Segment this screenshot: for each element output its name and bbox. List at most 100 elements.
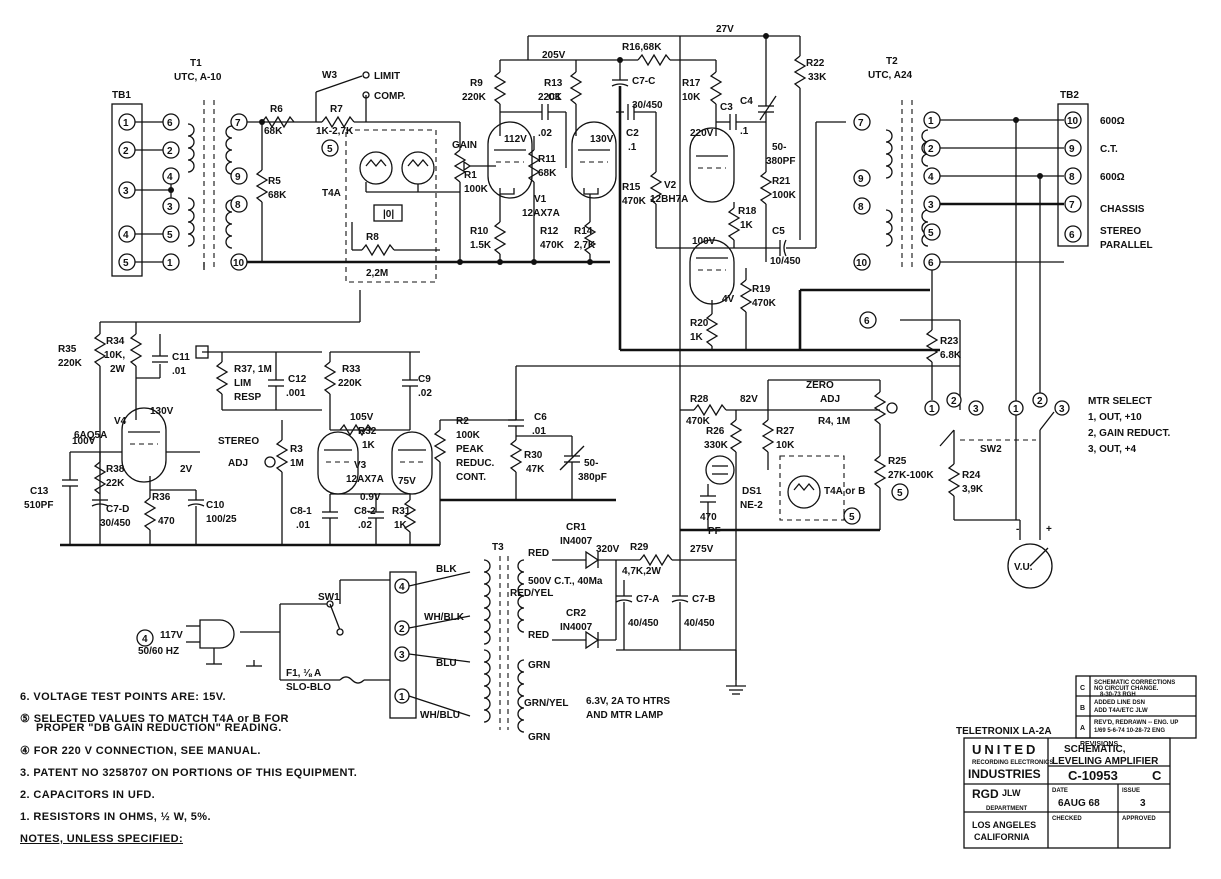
r1-gain-pot: GAIN R1 100K (452, 122, 496, 265)
v4-stage: R35 220K R34 10K, 2W C11 .01 V4 6AQ5A 13… (24, 290, 440, 547)
r2-value: REDUC. (456, 458, 495, 469)
location: LOS ANGELES (972, 820, 1036, 830)
r37-lim: LIM (234, 378, 251, 389)
c12-capacitor: C12 .001 (268, 352, 307, 410)
t2-pin: 7 (858, 118, 864, 129)
r20-label: R20 (690, 318, 709, 329)
c8-capacitors: C8-1 .01 C8-2 .02 R31 1K (290, 494, 417, 545)
c5-value: 10/450 (770, 256, 801, 267)
r14-label: R14 (574, 226, 593, 237)
title-block: TELETRONIX LA-2A C SCHEMATIC CORRECTIONS… (956, 675, 1197, 849)
r22-value: 33K (808, 72, 827, 83)
meter-select-option: 3, OUT, +4 (1088, 444, 1137, 455)
r2-value: CONT. (456, 472, 486, 483)
t1-label: T1 (190, 58, 202, 69)
voltage-label: 100V (72, 436, 96, 447)
r2-value: PEAK (456, 444, 485, 455)
r30-value: 47K (526, 464, 545, 475)
c4-trimmer: C4 50- 380PF (740, 33, 795, 167)
cr2-value: IN4007 (560, 622, 593, 633)
v1-label: V1 (534, 194, 547, 205)
svg-text:5: 5 (897, 488, 903, 499)
t4ab-label: T4A or B (824, 486, 865, 497)
svg-text:A: A (1080, 725, 1085, 732)
drawing-number: C-10953 (1068, 768, 1118, 783)
main-ground-bus (620, 121, 940, 352)
c4-value-2: 380PF (766, 156, 795, 167)
output-label-parallel: PARALLEL (1100, 240, 1153, 251)
r34-label: R34 (106, 336, 125, 347)
r6-resistor: R6 68K (261, 104, 295, 137)
svg-text:2: 2 (951, 396, 957, 407)
t3-secondary-label: AND MTR LAMP (586, 710, 664, 721)
r2-peak-reduction-pot: R2 100K PEAK REDUC. CONT. (433, 365, 960, 545)
r32-value: 1K (362, 440, 376, 451)
output-label-600: 600Ω (1100, 172, 1125, 183)
power-supply: T3 4 2 3 1 BLK WH/BLK BLU WH/BLU RED RED… (389, 522, 746, 743)
r15-resistor: R15 470K (622, 162, 700, 249)
r3-label: R3 (290, 444, 303, 455)
note-3: 3. PATENT NO 3258707 ON PORTIONS OF THIS… (20, 767, 358, 779)
r14-value: 2,7K (574, 240, 596, 251)
r27-value: 10K (776, 440, 795, 451)
mains-voltage: 117V (160, 630, 183, 641)
f1-label: F1, ⅛ A (286, 668, 321, 679)
voltage-label: 100V (692, 236, 716, 247)
r5-value: 68K (268, 190, 287, 201)
r8-value: 2,2M (366, 268, 388, 279)
v1-type: 12AX7A (522, 208, 560, 219)
tb2-pin: 8 (1069, 172, 1075, 183)
ds1-label: DS1 (742, 486, 762, 497)
zero-adj-label: ZERO (806, 380, 834, 391)
r13-value: 220K (538, 92, 563, 103)
r9-value: 220K (462, 92, 487, 103)
r37-label: R37, 1M (234, 364, 272, 375)
v2-label: V2 (664, 180, 677, 191)
wire-color: WH/BLU (420, 710, 460, 721)
date-value: 6AUG 68 (1058, 798, 1100, 809)
c10-label: C10 (206, 500, 225, 511)
tb2-pin: 7 (1069, 200, 1075, 211)
cr2-label: CR2 (566, 608, 586, 619)
c7a-label: C7-A (636, 594, 659, 605)
t2-pin: 4 (928, 172, 934, 183)
v3-tube: 105V R32 1K V3 12AX7A 0.9V 75V (317, 412, 433, 503)
drawing-revision: C (1152, 768, 1162, 783)
r8-resistor: R8 2,2M (351, 222, 440, 279)
tb1-pin: 2 (123, 146, 129, 157)
r25-value: 27K-100K (888, 470, 934, 481)
drawing-title: SCHEMATIC, (1064, 744, 1126, 755)
t4a-optical-cell: T4A |0| (322, 129, 460, 283)
zero-adj-label: ADJ (820, 394, 840, 405)
svg-text:3: 3 (973, 404, 979, 415)
r24-label: R24 (962, 470, 981, 481)
r16-resistor: R16,68K (620, 42, 716, 67)
r29-label: R29 (630, 542, 649, 553)
t1-pin: 9 (235, 172, 241, 183)
r12-label: R12 (540, 226, 559, 237)
r30-label: R30 (524, 450, 543, 461)
svg-text:+: + (1046, 524, 1052, 535)
t1-pin: 2 (167, 146, 173, 157)
output-label-chassis: CHASSIS (1100, 204, 1145, 215)
c81-label: C8-1 (290, 506, 312, 517)
r23-value: 6.8K (940, 350, 962, 361)
meter-select-switch: R23 6.8K 1 2 3 1 2 3 SW2 MTR SELECT 1, O… (900, 319, 1170, 589)
department-label: DEPARTMENT (986, 806, 1028, 812)
c5-capacitor: C5 10/450 (700, 226, 801, 267)
voltage-label: 220V (690, 128, 714, 139)
t3-secondary-label: 6.3V, 2A TO HTRS (586, 696, 670, 707)
tb2-terminal-block: TB2 10 9 8 7 6 600Ω C.T. 600Ω CHASSIS ST… (1057, 90, 1153, 251)
r7-value: 1K-2,7K (316, 126, 354, 137)
tb2-pin: 9 (1069, 144, 1075, 155)
revisions-label: REVISIONS (1080, 741, 1118, 748)
r22-label: R22 (806, 58, 825, 69)
r34-value: 10K, (104, 350, 125, 361)
note-4: ④ FOR 220 V CONNECTION, SEE MANUAL. (20, 745, 261, 757)
company-name: RECORDING ELECTRONICS (972, 760, 1053, 766)
r33-resistor: R33 220K (323, 351, 420, 430)
svg-text:1: 1 (929, 404, 935, 415)
c2-capacitor: C2 .1 (616, 104, 657, 162)
r17-resistor: R17 10K (682, 60, 723, 136)
tb2-pin: 6 (1069, 230, 1075, 241)
